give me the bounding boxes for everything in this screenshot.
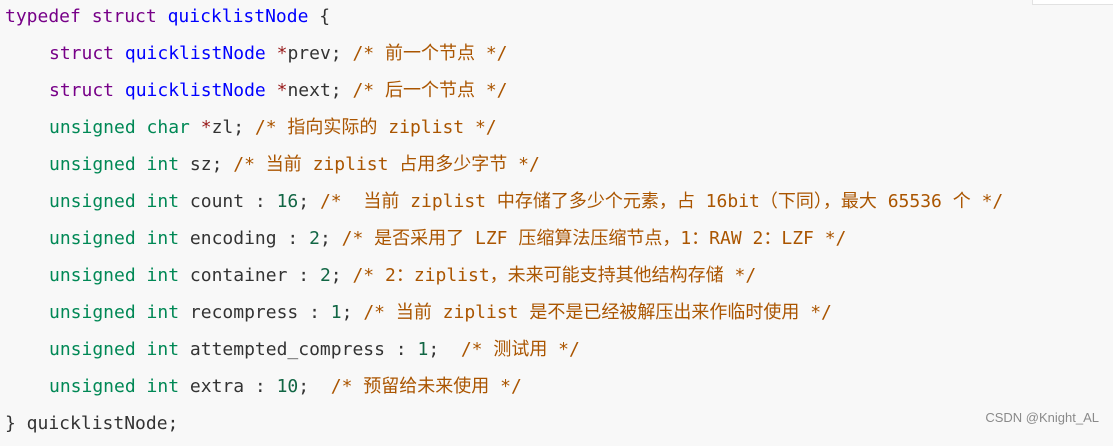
code-text-token: recompress : bbox=[189, 302, 331, 323]
builtin-type-token: unsigned char bbox=[49, 117, 201, 138]
builtin-type-token: unsigned int bbox=[49, 339, 190, 360]
operator-token: * bbox=[276, 43, 288, 64]
code-line: unsigned int recompress : 1; /* 当前 zipli… bbox=[5, 298, 1003, 335]
code-text-token: count : bbox=[189, 191, 277, 212]
code-text-token: sz; bbox=[189, 154, 234, 175]
comment-token: /* 当前 ziplist 中存储了多少个元素，占 16bit（下同），最大 6… bbox=[319, 191, 1004, 212]
code-text-token bbox=[266, 43, 277, 64]
type-name-token: quicklistNode bbox=[124, 80, 266, 101]
number-token: 1 bbox=[330, 302, 342, 323]
code-text-token: { bbox=[308, 6, 331, 27]
code-line: unsigned int sz; /* 当前 ziplist 占用多少字节 */ bbox=[5, 150, 1003, 187]
code-text-token: ; bbox=[298, 376, 331, 397]
number-token: 2 bbox=[309, 228, 320, 249]
code-text-token: extra : bbox=[189, 376, 277, 397]
code-text-token: ; bbox=[341, 302, 364, 323]
code-line: unsigned int encoding : 2; /* 是否采用了 LZF … bbox=[5, 224, 1003, 261]
operator-token: * bbox=[200, 117, 212, 138]
toolbar-edge bbox=[1032, 0, 1113, 5]
code-line: typedef struct quicklistNode { bbox=[5, 2, 1003, 39]
comment-token: /* 2：ziplist，未来可能支持其他结构存储 */ bbox=[352, 265, 757, 286]
comment-token: /* 当前 ziplist 占用多少字节 */ bbox=[233, 154, 540, 175]
comment-token: /* 前一个节点 */ bbox=[352, 43, 508, 64]
keyword-token: struct bbox=[49, 43, 125, 64]
code-text-token: encoding : bbox=[189, 228, 310, 249]
code-block: typedef struct quicklistNode {struct qui… bbox=[5, 2, 1003, 446]
builtin-type-token: unsigned int bbox=[49, 154, 190, 175]
code-line: unsigned char *zl; /* 指向实际的 ziplist */ bbox=[5, 113, 1003, 150]
code-text-token: next; bbox=[287, 80, 353, 101]
keyword-token: struct bbox=[49, 80, 125, 101]
comment-token: /* 后一个节点 */ bbox=[352, 80, 508, 101]
number-token: 2 bbox=[319, 265, 331, 286]
code-text-token: ; bbox=[298, 191, 320, 212]
code-text-token: zl; bbox=[211, 117, 255, 138]
builtin-type-token: unsigned int bbox=[49, 265, 190, 286]
code-text-token bbox=[266, 80, 277, 101]
code-text-token: ; bbox=[330, 265, 353, 286]
builtin-type-token: unsigned int bbox=[49, 376, 190, 397]
comment-token: /* 预留给未来使用 */ bbox=[330, 376, 522, 397]
builtin-type-token: unsigned int bbox=[49, 228, 190, 249]
number-token: 1 bbox=[417, 339, 429, 360]
keyword-token: struct bbox=[91, 6, 168, 27]
code-line: } quicklistNode; bbox=[5, 409, 1003, 446]
code-line: unsigned int attempted_compress : 1; /* … bbox=[5, 335, 1003, 372]
comment-token: /* 是否采用了 LZF 压缩算法压缩节点，1：RAW 2：LZF */ bbox=[341, 228, 847, 249]
builtin-type-token: unsigned int bbox=[49, 191, 190, 212]
number-token: 16 bbox=[276, 191, 299, 212]
code-text-token: prev; bbox=[287, 43, 353, 64]
comment-token: /* 测试用 */ bbox=[460, 339, 580, 360]
operator-token: * bbox=[276, 80, 288, 101]
builtin-type-token: unsigned int bbox=[49, 302, 190, 323]
code-text-token: attempted_compress : bbox=[189, 339, 418, 360]
code-text-token: } quicklistNode; bbox=[5, 413, 179, 434]
code-text-token: ; bbox=[428, 339, 461, 360]
code-text-token: container : bbox=[189, 265, 320, 286]
comment-token: /* 指向实际的 ziplist */ bbox=[254, 117, 497, 138]
code-line: unsigned int extra : 10; /* 预留给未来使用 */ bbox=[5, 372, 1003, 409]
code-text-token: ; bbox=[319, 228, 342, 249]
code-line: struct quicklistNode *next; /* 后一个节点 */ bbox=[5, 76, 1003, 113]
comment-token: /* 当前 ziplist 是不是已经被解压出来作临时使用 */ bbox=[363, 302, 832, 323]
code-line: struct quicklistNode *prev; /* 前一个节点 */ bbox=[5, 39, 1003, 76]
code-line: unsigned int count : 16; /* 当前 ziplist 中… bbox=[5, 187, 1003, 224]
type-name-token: quicklistNode bbox=[124, 43, 266, 64]
keyword-token: typedef bbox=[5, 6, 92, 27]
code-line: unsigned int container : 2; /* 2：ziplist… bbox=[5, 261, 1003, 298]
watermark: CSDN @Knight_AL bbox=[985, 410, 1099, 425]
number-token: 10 bbox=[276, 376, 299, 397]
type-name-token: quicklistNode bbox=[167, 6, 309, 27]
